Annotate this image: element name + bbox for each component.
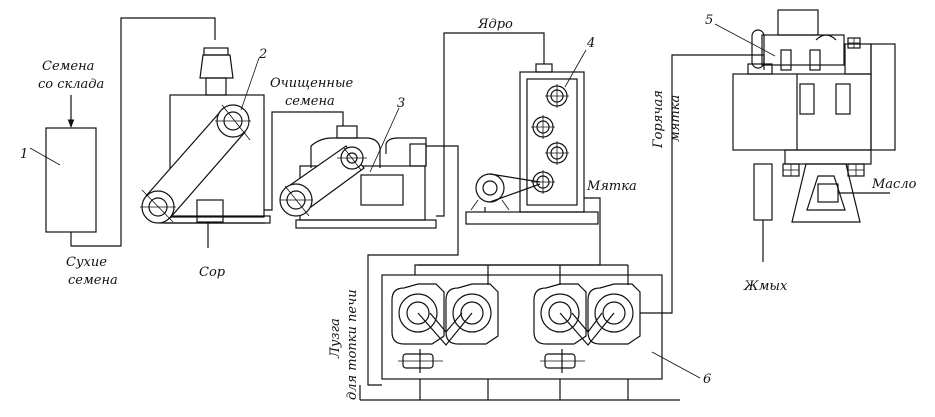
label-seeds-from-storage-2: со склада (38, 77, 104, 92)
label-dry-seeds-1: Сухие (66, 255, 107, 270)
label-cleaned-seeds-2: семена (285, 94, 335, 109)
label-oil: Масло (871, 177, 917, 192)
label-hot-meal-2: мятка (668, 95, 683, 142)
label-number-5: 5 (705, 13, 713, 28)
dry-seeds-line (70, 17, 216, 247)
furnace-unit-6 (359, 264, 701, 401)
huller-unit-3 (279, 107, 437, 229)
cleaned-seeds-line (264, 111, 344, 211)
label-hot-meal-1: Горячая (651, 90, 666, 149)
dryer-unit-1 (29, 127, 97, 233)
label-number-3: 3 (397, 96, 405, 111)
label-kernel: Ядро (477, 17, 513, 32)
label-number-2: 2 (258, 47, 267, 62)
label-number-1: 1 (20, 147, 28, 162)
kernel-line (436, 32, 545, 217)
label-number-4: 4 (586, 36, 595, 51)
husk-line (367, 145, 459, 386)
meal-line (414, 197, 601, 275)
label-husk-1: Лузга (328, 318, 343, 359)
roller-mill-unit-4 (465, 49, 599, 225)
label-meal: Мятка (586, 179, 637, 194)
label-cake: Жмых (743, 279, 788, 294)
label-dry-seeds-2: семена (68, 273, 118, 288)
label-debris: Сор (199, 265, 226, 280)
screw-press-unit-5 (714, 9, 896, 262)
label-cleaned-seeds-1: Очищенные (270, 76, 354, 91)
separator-unit-2 (140, 47, 271, 248)
label-number-6: 6 (703, 372, 711, 387)
label-seeds-from-storage-1: Семена (42, 59, 94, 74)
label-husk-2: для топки печи (345, 289, 360, 400)
